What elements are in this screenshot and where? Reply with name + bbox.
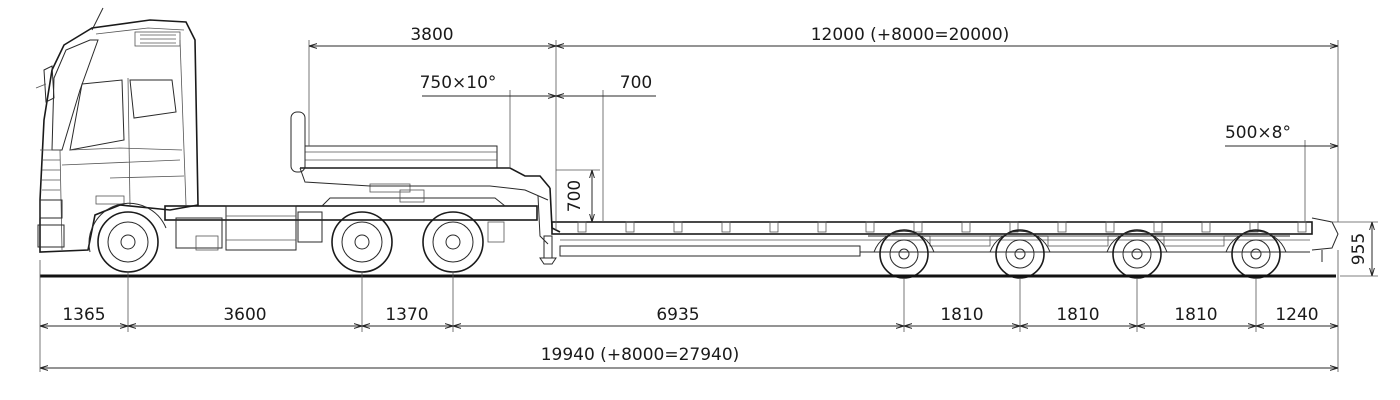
dim-axle-spacing-2: 1810 [1056, 305, 1099, 325]
stake-pockets [577, 221, 1307, 233]
dim-overall-length: 19940 (+8000=27940) [541, 345, 740, 365]
dim-deck-length: 12000 (+8000=20000) [811, 25, 1010, 45]
dim-gooseneck-slope: 750×10° [420, 73, 497, 93]
tractor-unit [35, 7, 538, 273]
dim-axle-spacing-1: 1810 [940, 305, 983, 325]
dim-rear-slope: 500×8° [1225, 123, 1291, 143]
bottom-dimensions: 1365 3600 1370 6935 1810 1810 1810 1240 … [39, 250, 1339, 372]
dim-drop: 700 [620, 73, 652, 93]
dim-kingpin-to-axle: 6935 [656, 305, 699, 325]
dim-tandem-spacing: 1370 [385, 305, 428, 325]
dim-axle-spacing-3: 1810 [1174, 305, 1217, 325]
lowbed-trailer [290, 111, 1339, 279]
dim-wheelbase: 3600 [223, 305, 266, 325]
dim-rear-overhang: 1240 [1275, 305, 1318, 325]
dim-step-height: 700 [565, 180, 585, 212]
dim-deck-height: 955 [1349, 233, 1369, 265]
top-dimensions: 3800 12000 (+8000=20000) 750×10° 700 500… [308, 25, 1339, 230]
dim-gooseneck-length: 3800 [410, 25, 453, 45]
vertical-dimensions: 700 955 [556, 169, 1378, 277]
dim-front-overhang: 1365 [62, 305, 105, 325]
